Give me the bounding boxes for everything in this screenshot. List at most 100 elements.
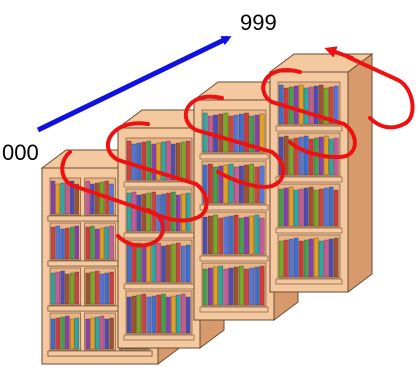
book [50, 226, 56, 260]
book [126, 296, 132, 334]
book [308, 186, 314, 227]
book [283, 187, 289, 227]
bookcase-side [347, 53, 373, 293]
book [185, 192, 191, 232]
end-label: 999 [240, 10, 277, 35]
book [288, 138, 294, 176]
book [218, 217, 224, 255]
book [95, 270, 100, 305]
book [228, 215, 234, 255]
book [293, 137, 299, 176]
book [50, 272, 56, 305]
book [254, 266, 260, 306]
book [303, 187, 309, 227]
book [156, 142, 161, 181]
book [176, 242, 181, 283]
book [85, 272, 90, 305]
book [293, 189, 299, 227]
book [185, 244, 191, 283]
book [151, 143, 156, 181]
book [278, 240, 284, 278]
book [55, 271, 60, 305]
book [244, 112, 249, 153]
book [218, 265, 224, 306]
shelf-board [123, 334, 195, 341]
book [171, 243, 176, 283]
bookcase-4 [268, 53, 374, 293]
book [323, 239, 329, 278]
book [303, 135, 309, 176]
book [333, 189, 339, 227]
book [223, 164, 229, 204]
book [218, 165, 224, 204]
book [185, 140, 191, 181]
book [136, 294, 142, 334]
book [181, 193, 186, 232]
book [293, 237, 299, 278]
shelf-board [199, 204, 269, 211]
book [208, 267, 213, 306]
shelf-board [47, 350, 153, 357]
book [156, 294, 161, 334]
book [171, 143, 176, 181]
book [166, 192, 171, 232]
book [223, 268, 229, 306]
book [90, 225, 95, 260]
book [109, 225, 114, 260]
book [254, 114, 260, 153]
start-label: 000 [2, 140, 39, 165]
book [323, 87, 329, 125]
book [313, 189, 319, 227]
book [69, 180, 75, 215]
red-path-segment-0 [60, 150, 166, 248]
book [313, 85, 319, 125]
book [176, 294, 181, 334]
book [298, 84, 304, 125]
book [249, 267, 255, 306]
book [85, 180, 90, 215]
shelf-board [123, 181, 195, 188]
book [166, 296, 171, 334]
book [181, 293, 186, 334]
book [156, 242, 161, 283]
book [65, 273, 70, 305]
book [288, 186, 294, 227]
book [308, 138, 314, 176]
book [288, 238, 294, 278]
shelf-board [123, 283, 195, 290]
book [126, 244, 132, 283]
book [60, 316, 65, 350]
red-path-segment-2 [183, 94, 286, 189]
book [318, 84, 324, 125]
book [104, 272, 109, 305]
book [254, 214, 260, 255]
book [55, 183, 60, 215]
book [213, 166, 218, 204]
book [74, 271, 80, 305]
book [166, 244, 171, 283]
shelf-board [275, 278, 343, 285]
book [90, 183, 95, 215]
shelf-board [199, 255, 269, 262]
book [109, 271, 114, 305]
book [50, 180, 56, 215]
book [308, 86, 314, 125]
red-path-arrowhead [324, 46, 354, 60]
sequence-arrow [36, 35, 232, 133]
book [218, 113, 224, 153]
book [99, 315, 105, 350]
book [65, 227, 70, 260]
book [213, 214, 218, 255]
book [141, 193, 147, 232]
book [74, 225, 80, 260]
shelving-order-path [60, 46, 415, 248]
book [65, 181, 70, 215]
book [136, 242, 142, 283]
book [126, 192, 132, 232]
book [146, 140, 151, 181]
book [239, 265, 244, 306]
book [259, 265, 265, 306]
book [181, 245, 186, 283]
book [223, 216, 229, 255]
book [74, 317, 80, 350]
